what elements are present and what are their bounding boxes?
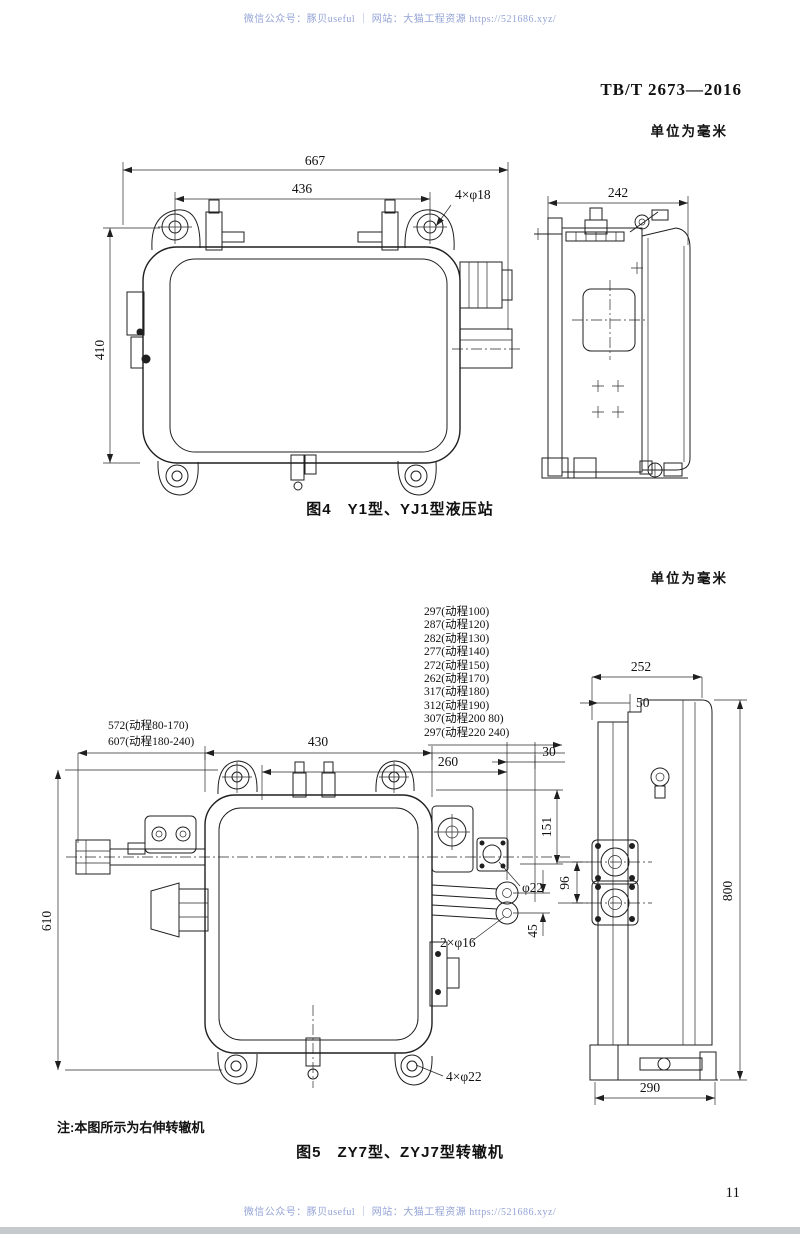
watermark-top: 微信公众号：豚贝useful ｜ 网站：大猫工程资源 https://52168…	[243, 14, 557, 25]
fig5-dim-side-height: 800	[720, 881, 735, 902]
page-bottom-edge	[0, 1227, 800, 1234]
fig5-side-view	[572, 699, 718, 1081]
fig4-side-view: 242	[534, 185, 691, 479]
units-note-fig4: 单位为毫米	[650, 124, 728, 139]
standard-number: TB/T 2673—2016	[600, 80, 742, 99]
fig4-dim-bolt-span: 436	[292, 181, 313, 196]
fig4-dim-overall-height: 410	[92, 340, 107, 361]
stroke-dim-row: 272(动程150)	[424, 659, 490, 672]
fig5-dim-mount-holes: 4×φ22	[446, 1069, 482, 1084]
fig5-dim-pad-span: 96	[557, 876, 572, 890]
units-note-fig5: 单位为毫米	[650, 571, 728, 586]
fig5-dim-eye-gap: 45	[525, 924, 540, 938]
stroke-dim-row: 307(动程200 80)	[424, 713, 504, 726]
figure5-caption: 图5 ZY7型、ZYJ7型转辙机	[296, 1144, 504, 1161]
stroke-dim-row: 282(动程130)	[424, 632, 490, 645]
fig5-dim-rod-drop: 151	[539, 817, 554, 837]
fig5-dim-right-span: 260	[438, 754, 459, 769]
fig5-dim-side-width: 252	[631, 659, 651, 674]
fig5-stroke-dimension-list: 297(动程100) 287(动程120) 282(动程130) 277(动程1…	[424, 606, 509, 740]
stroke-dim-row: 297(动程220 240)	[424, 726, 510, 739]
fig5-dim-gap: 30	[542, 744, 556, 759]
figure4-caption: 图4 Y1型、YJ1型液压站	[306, 501, 494, 518]
fig5-dim-body-width: 430	[308, 734, 329, 749]
fig5-dim-eye-dia: φ22	[522, 880, 543, 895]
fig4-dim-overall-width: 667	[305, 153, 326, 168]
stroke-dim-row: 312(动程190)	[424, 699, 490, 712]
fig4-dim-side-depth: 242	[608, 185, 628, 200]
stroke-dim-row: 317(动程180)	[424, 686, 490, 699]
fig5-dim-607: 607(动程180-240)	[108, 735, 194, 748]
stroke-dim-row: 297(动程100)	[424, 606, 490, 618]
fig5-dim-572: 572(动程80-170)	[108, 719, 189, 732]
watermark-bottom: 微信公众号：豚贝useful ｜ 网站：大猫工程资源 https://52168…	[243, 1207, 557, 1218]
fig5-dim-side-offset: 50	[636, 695, 650, 710]
page-number: 11	[725, 1185, 740, 1201]
fig4-main-view: 667 436 4×φ18 410	[92, 153, 522, 496]
stroke-dim-row: 262(动程170)	[424, 673, 490, 686]
stroke-dim-row: 287(动程120)	[424, 619, 490, 632]
fig5-dim-base-width: 290	[640, 1080, 661, 1095]
fig5-dimensions: 572(动程80-170) 607(动程180-240) 430 30 260 …	[39, 659, 747, 1105]
figure5-note: 注:本图所示为右伸转辙机	[57, 1120, 205, 1135]
stroke-dim-row: 277(动程140)	[424, 646, 490, 659]
fig5-main-view	[66, 760, 570, 1088]
fig5-dim-pin-holes: 2×φ16	[440, 935, 476, 950]
fig5-dim-overall-height: 610	[39, 911, 54, 932]
fig4-dim-bolt-holes: 4×φ18	[455, 187, 491, 202]
